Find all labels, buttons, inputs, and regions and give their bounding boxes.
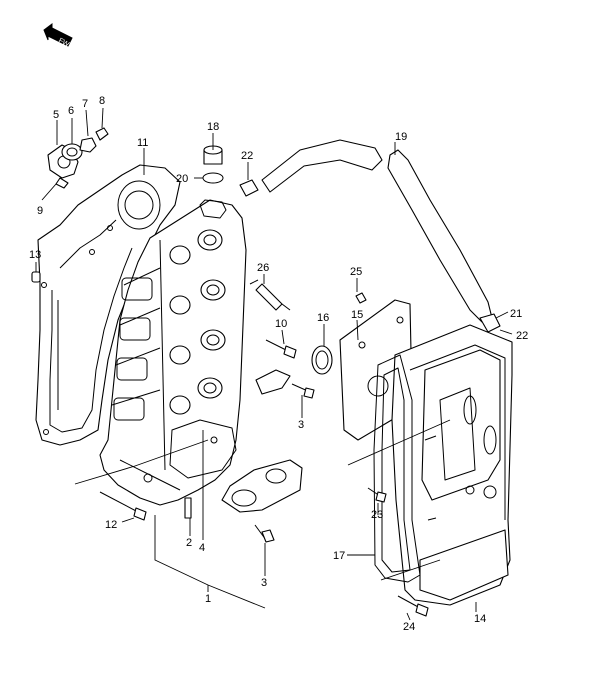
callout-7: 7 — [82, 98, 88, 110]
clamp-lower — [221, 459, 303, 513]
callout-3-upper: 3 — [298, 419, 304, 431]
spark-plug-26 — [249, 279, 291, 311]
seal-16 — [311, 345, 333, 375]
callout-9: 9 — [37, 205, 43, 217]
bolt-24 — [397, 595, 429, 617]
callout-20: 20 — [176, 173, 188, 185]
callout-14: 14 — [474, 613, 486, 625]
callout-10: 10 — [275, 318, 287, 330]
callout-8: 8 — [99, 95, 105, 107]
callout-16: 16 — [317, 312, 329, 324]
callout-21: 21 — [510, 308, 522, 320]
bolt-12 — [99, 491, 147, 521]
callout-13: 13 — [29, 249, 41, 261]
callout-23: 23 — [371, 509, 383, 521]
callout-17: 17 — [333, 550, 345, 562]
callout-18: 18 — [207, 121, 219, 133]
cylinder-head — [99, 199, 247, 506]
bracket-upper — [255, 369, 315, 399]
callout-24: 24 — [403, 621, 415, 633]
callout-labels: 5 6 7 8 9 11 18 20 22 19 13 26 25 15 16 … — [29, 95, 528, 633]
callout-6: 6 — [68, 105, 74, 117]
callout-12: 12 — [105, 519, 117, 531]
callout-11: 11 — [137, 137, 148, 149]
callout-19: 19 — [395, 131, 407, 143]
callout-26: 26 — [257, 262, 269, 274]
callout-4: 4 — [199, 542, 205, 554]
hose-clip-22-top — [239, 179, 259, 197]
exhaust-cover-14 — [391, 324, 513, 606]
fwd-badge-label: FWD — [57, 37, 74, 50]
bolt-10 — [265, 339, 297, 359]
dowel-2 — [184, 497, 192, 519]
intake-ports — [169, 229, 226, 415]
fwd-arrow-icon: FWD — [43, 23, 75, 51]
water-hose-19 — [261, 139, 501, 333]
leader-lines — [35, 107, 513, 621]
callout-5: 5 — [53, 109, 59, 121]
bolt-3-lower — [254, 524, 275, 543]
washer-13 — [31, 271, 41, 283]
callout-25: 25 — [350, 266, 362, 278]
callout-15: 15 — [351, 309, 363, 321]
callout-22-right: 22 — [516, 330, 528, 342]
callout-22-top: 22 — [241, 150, 253, 162]
callout-3-lower: 3 — [261, 577, 267, 589]
callout-1: 1 — [205, 593, 211, 605]
thermostat-cover — [47, 127, 109, 189]
plug-18 — [202, 145, 224, 184]
callout-2: 2 — [186, 537, 192, 549]
bolt-23 — [367, 487, 387, 503]
